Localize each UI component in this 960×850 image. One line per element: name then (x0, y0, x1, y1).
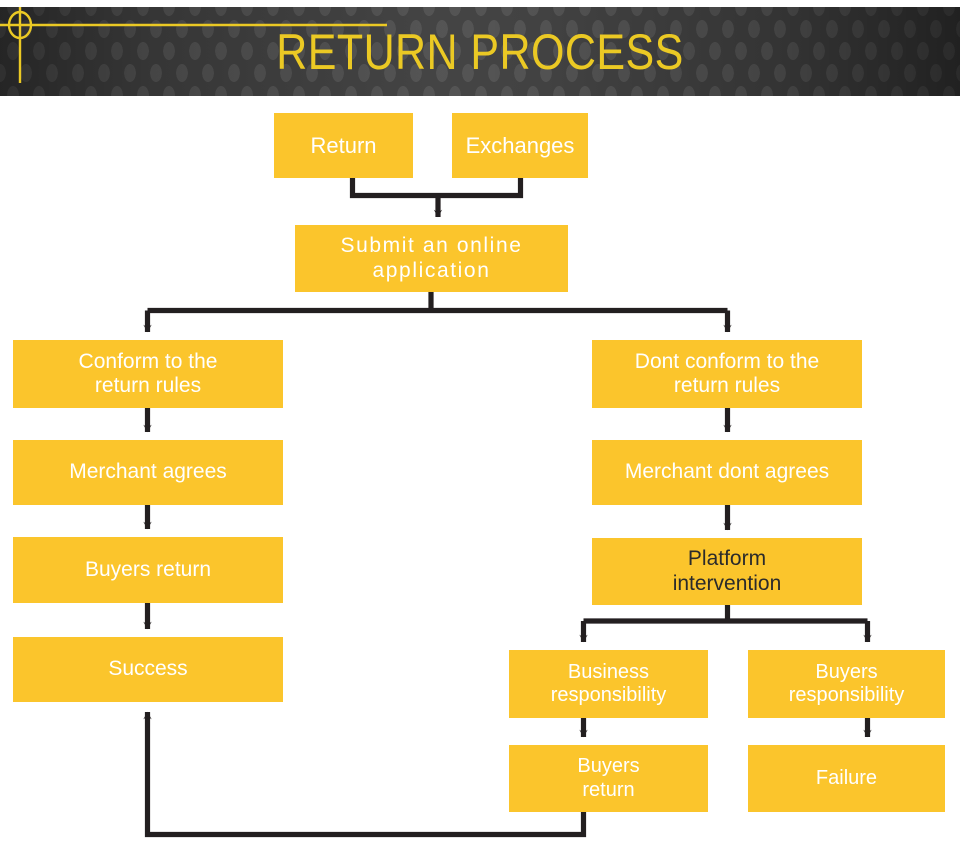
flow-node-merchant-agrees[interactable]: Merchant agrees (13, 440, 283, 505)
flow-node-label: Buyers return (577, 755, 640, 801)
edge-feedback-loop-to-success (143, 711, 587, 838)
flow-node-buyers-return-left[interactable]: Buyers return (13, 537, 283, 603)
flow-node-dont-conform-rules[interactable]: Dont conform to the return rules (592, 340, 862, 408)
flow-node-platform-intervention[interactable]: Platform intervention (592, 538, 862, 605)
edge-return-exchanges-merge (349, 178, 524, 199)
flow-node-label: Exchanges (465, 132, 575, 158)
flow-node-label: Buyers responsibility (788, 660, 905, 706)
flow-node-label: Conform to the return rules (78, 349, 218, 397)
flow-node-label: Dont conform to the return rules (634, 349, 820, 397)
flow-node-buyers-responsibility[interactable]: Buyers responsibility (748, 650, 945, 718)
flow-node-label: Success (108, 657, 188, 681)
flow-node-merchant-dont-agrees[interactable]: Merchant dont agrees (592, 440, 862, 505)
header-mesh-pattern (0, 7, 960, 96)
flow-node-label: Merchant dont agrees (624, 460, 830, 484)
flow-node-failure[interactable]: Failure (748, 745, 945, 812)
flow-node-success[interactable]: Success (13, 637, 283, 702)
flow-node-return[interactable]: Return (274, 113, 413, 178)
flow-node-label: Merchant agrees (69, 460, 227, 484)
flow-node-business-responsibility[interactable]: Business responsibility (509, 650, 708, 718)
flow-node-label: Business responsibility (550, 660, 667, 706)
header-vignette (0, 7, 960, 96)
flow-node-label: Buyers return (84, 557, 212, 581)
flow-node-conform-rules[interactable]: Conform to the return rules (13, 340, 283, 408)
flow-node-exchanges[interactable]: Exchanges (452, 113, 588, 178)
flow-node-label: Submit an online application (340, 234, 523, 282)
flow-node-label: Return (310, 132, 377, 158)
flow-node-buyers-return-right[interactable]: Buyers return (509, 745, 708, 812)
flow-node-label: Failure (815, 766, 878, 789)
flow-node-submit-application[interactable]: Submit an online application (295, 225, 568, 292)
page-title: RETURN PROCESS (276, 23, 684, 80)
flow-node-label: Platform intervention (672, 547, 782, 595)
